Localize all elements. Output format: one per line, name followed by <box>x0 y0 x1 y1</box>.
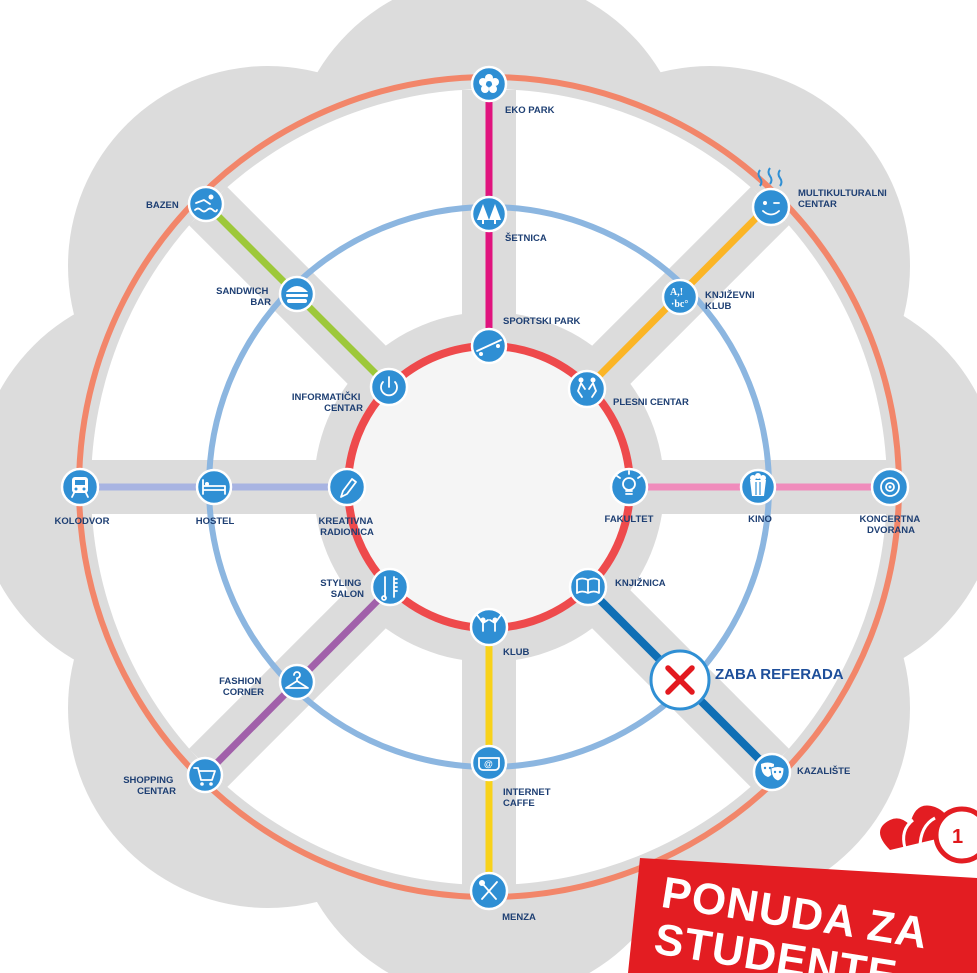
close-icon <box>665 665 695 695</box>
station-label: EKO PARK <box>505 105 555 116</box>
bulb-icon <box>616 470 642 495</box>
station-label: KAZALIŠTE <box>797 765 850 777</box>
station-label: KONCERTNA DVORANA <box>860 514 923 536</box>
party-icon <box>476 614 502 632</box>
station-styling-salon[interactable]: STYLING SALON <box>320 567 410 607</box>
station-label: KREATIVNA RADIONICA <box>318 516 375 538</box>
svg-text:@: @ <box>484 759 493 769</box>
cart-icon <box>193 767 216 786</box>
station-label: FASHION CORNER <box>219 676 264 698</box>
station-kazaliste[interactable]: KAZALIŠTE <box>752 752 850 792</box>
promo-badge: 1 <box>880 805 977 864</box>
train-icon <box>71 477 89 498</box>
station-knjiznica[interactable]: KNJIŽNICA <box>568 567 666 607</box>
cutlery-icon <box>479 880 498 900</box>
station-label: PLESNI CENTAR <box>613 397 689 408</box>
map-hub <box>349 347 629 627</box>
station-label: KOLODVOR <box>55 516 110 527</box>
station-setnica[interactable]: ŠETNICA <box>470 195 547 244</box>
power-icon <box>380 376 398 397</box>
station-kino[interactable]: KINO <box>739 468 777 525</box>
book-icon <box>576 577 600 594</box>
station-multikulturalni-centar[interactable]: MULTIKULTURALNI CENTAR <box>751 167 889 227</box>
station-kolodvor[interactable]: KOLODVOR <box>55 467 110 527</box>
at-icon: @ <box>478 757 500 771</box>
station-menza[interactable]: MENZA <box>469 871 536 923</box>
speaker-icon <box>880 477 900 497</box>
station-label: ZABA REFERADA <box>715 666 844 683</box>
station-kreativna-radionica[interactable]: KREATIVNA RADIONICA <box>318 467 375 538</box>
dancers-icon <box>577 377 597 398</box>
station-label: INTERNET CAFFE <box>503 787 553 809</box>
station-label: HOSTEL <box>196 516 235 527</box>
station-klub[interactable]: KLUB <box>469 607 530 658</box>
station-label: MENZA <box>502 912 536 923</box>
skateboard-icon <box>476 339 502 356</box>
promo-banner[interactable]: 1 PONUDA ZA STUDENTE <box>628 805 977 973</box>
svg-text:1: 1 <box>952 826 963 848</box>
svg-text:A,!: A,! <box>670 287 683 298</box>
burger-icon <box>286 286 308 303</box>
station-label: KLUB <box>503 647 530 658</box>
station-sportski-park[interactable]: SPORTSKI PARK <box>470 316 581 365</box>
station-label: SHOPPING CENTAR <box>123 775 176 797</box>
letters-icon: A,!·bc° <box>670 287 688 310</box>
station-label: FAKULTET <box>605 514 654 525</box>
station-shopping-centar[interactable]: SHOPPING CENTAR <box>123 756 224 797</box>
station-eko-park[interactable]: EKO PARK <box>470 65 555 116</box>
station-informaticki-centar[interactable]: INFORMATIČKI CENTAR <box>292 367 409 414</box>
station-label: SANDWICH BAR <box>216 286 271 308</box>
station-knjizevni-klub[interactable]: A,!·bc° KNJIŽEVNI KLUB <box>661 278 757 316</box>
station-fakultet[interactable]: FAKULTET <box>605 467 654 525</box>
station-label: MULTIKULTURALNI CENTAR <box>798 188 889 210</box>
station-label: ŠETNICA <box>505 232 547 244</box>
station-hostel[interactable]: HOSTEL <box>196 468 235 527</box>
popcorn-icon <box>750 473 766 496</box>
station-koncertna-dvorana[interactable]: KONCERTNA DVORANA <box>860 467 923 536</box>
comb-scissors-icon <box>381 576 398 601</box>
swimmer-icon <box>194 194 218 213</box>
flower-icon <box>479 74 499 93</box>
pencil-icon <box>340 478 357 498</box>
masks-icon <box>761 762 785 782</box>
station-zaba-referada[interactable]: ZABA REFERADA <box>649 649 844 711</box>
station-label: INFORMATIČKI CENTAR <box>292 391 363 414</box>
station-bazen[interactable]: BAZEN <box>146 185 225 223</box>
hanger-icon <box>285 671 309 689</box>
station-label: KINO <box>748 514 772 525</box>
station-internet-caffe[interactable]: @ INTERNET CAFFE <box>470 744 553 809</box>
face-icon <box>762 201 780 216</box>
station-label: SPORTSKI PARK <box>503 316 581 327</box>
station-label: STYLING SALON <box>320 578 364 600</box>
bed-icon <box>202 479 226 495</box>
svg-text:·bc°: ·bc° <box>671 299 688 310</box>
station-label: KNJIŽNICA <box>615 577 666 589</box>
station-label: BAZEN <box>146 200 179 211</box>
trees-icon <box>477 204 501 224</box>
station-fashion-corner[interactable]: FASHION CORNER <box>219 663 316 701</box>
station-plesni-centar[interactable]: PLESNI CENTAR <box>567 369 689 409</box>
station-label: KNJIŽEVNI KLUB <box>705 289 757 312</box>
station-sandwich-bar[interactable]: SANDWICH BAR <box>216 275 316 313</box>
